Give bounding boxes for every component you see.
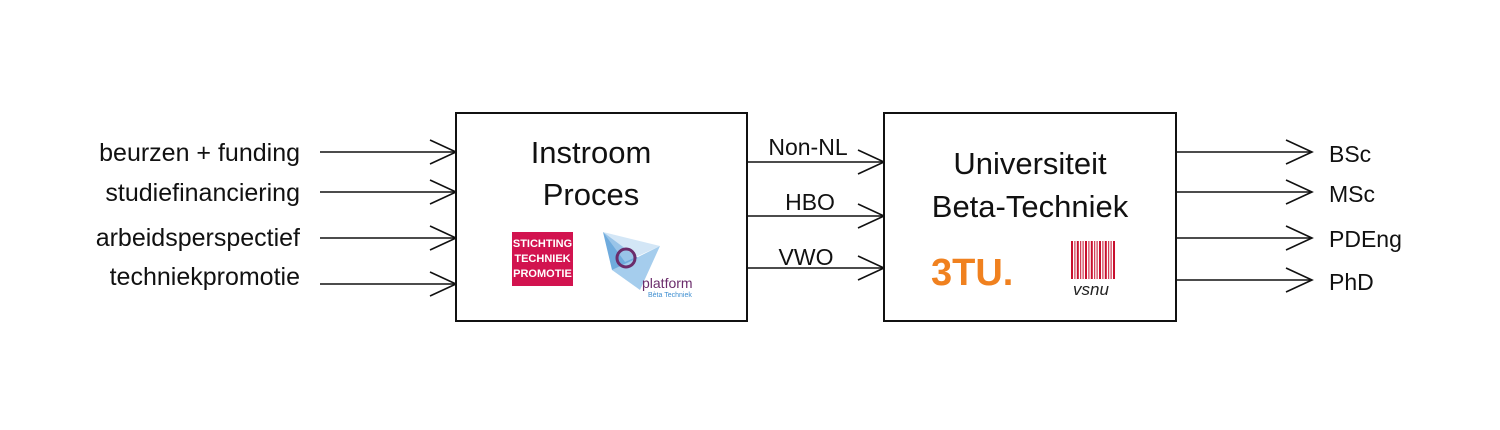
output-label-pdeng: PDEng [1329, 226, 1402, 252]
svg-text:Bèta Techniek: Bèta Techniek [648, 292, 692, 299]
universiteit-box [883, 112, 1177, 322]
vsnu-bar [1113, 241, 1115, 279]
vsnu-bar [1099, 241, 1101, 279]
vsnu-bar [1085, 241, 1087, 279]
input-label-techniekpromotie: techniekpromotie [110, 263, 300, 291]
vsnu-bar [1088, 241, 1090, 279]
input-label-studiefinanciering: studiefinanciering [105, 179, 300, 207]
instroom-title-line1: Instroom [531, 135, 652, 170]
vsnu-bar [1076, 241, 1079, 279]
instroom-title-line2: Proces [543, 177, 639, 212]
vsnu-bar [1071, 241, 1073, 279]
universiteit-title-line2: Beta-Techniek [932, 189, 1129, 224]
svg-text:TECHNIEK: TECHNIEK [514, 253, 570, 265]
vsnu-logo: vsnu [1071, 241, 1115, 299]
vsnu-bar [1108, 241, 1110, 279]
output-label-msc: MSc [1329, 181, 1375, 207]
3tu-logo: 3TU. [931, 252, 1013, 294]
vsnu-bar [1074, 241, 1076, 279]
svg-text:vsnu: vsnu [1073, 280, 1109, 299]
vsnu-bar [1104, 241, 1107, 279]
channel-label-non-nl: Non-NL [768, 134, 847, 160]
vsnu-bar [1096, 241, 1098, 279]
vsnu-bar [1080, 241, 1082, 279]
universiteit-title-line1: Universiteit [953, 146, 1107, 181]
channel-label-hbo: HBO [785, 189, 835, 215]
instroom-proces-box [455, 112, 748, 322]
platform-beta-techniek-logo: platform Bèta Techniek [603, 232, 693, 299]
stichting-techniek-promotie-logo: STICHTING TECHNIEK PROMOTIE [512, 232, 573, 286]
output-label-bsc: BSc [1329, 141, 1371, 167]
vsnu-bar [1110, 241, 1112, 279]
svg-text:STICHTING: STICHTING [513, 238, 572, 250]
svg-text:PROMOTIE: PROMOTIE [513, 268, 572, 280]
vsnu-bar [1090, 241, 1093, 279]
output-label-phd: PhD [1329, 269, 1374, 295]
channel-label-vwo: VWO [779, 244, 834, 270]
vsnu-bar [1094, 241, 1096, 279]
input-label-arbeidsperspectief: arbeidsperspectief [96, 224, 300, 252]
vsnu-bar [1082, 241, 1084, 279]
input-label-funding: beurzen + funding [99, 139, 300, 167]
svg-text:3TU.: 3TU. [931, 252, 1013, 294]
vsnu-bar [1102, 241, 1104, 279]
svg-text:platform: platform [642, 275, 693, 291]
